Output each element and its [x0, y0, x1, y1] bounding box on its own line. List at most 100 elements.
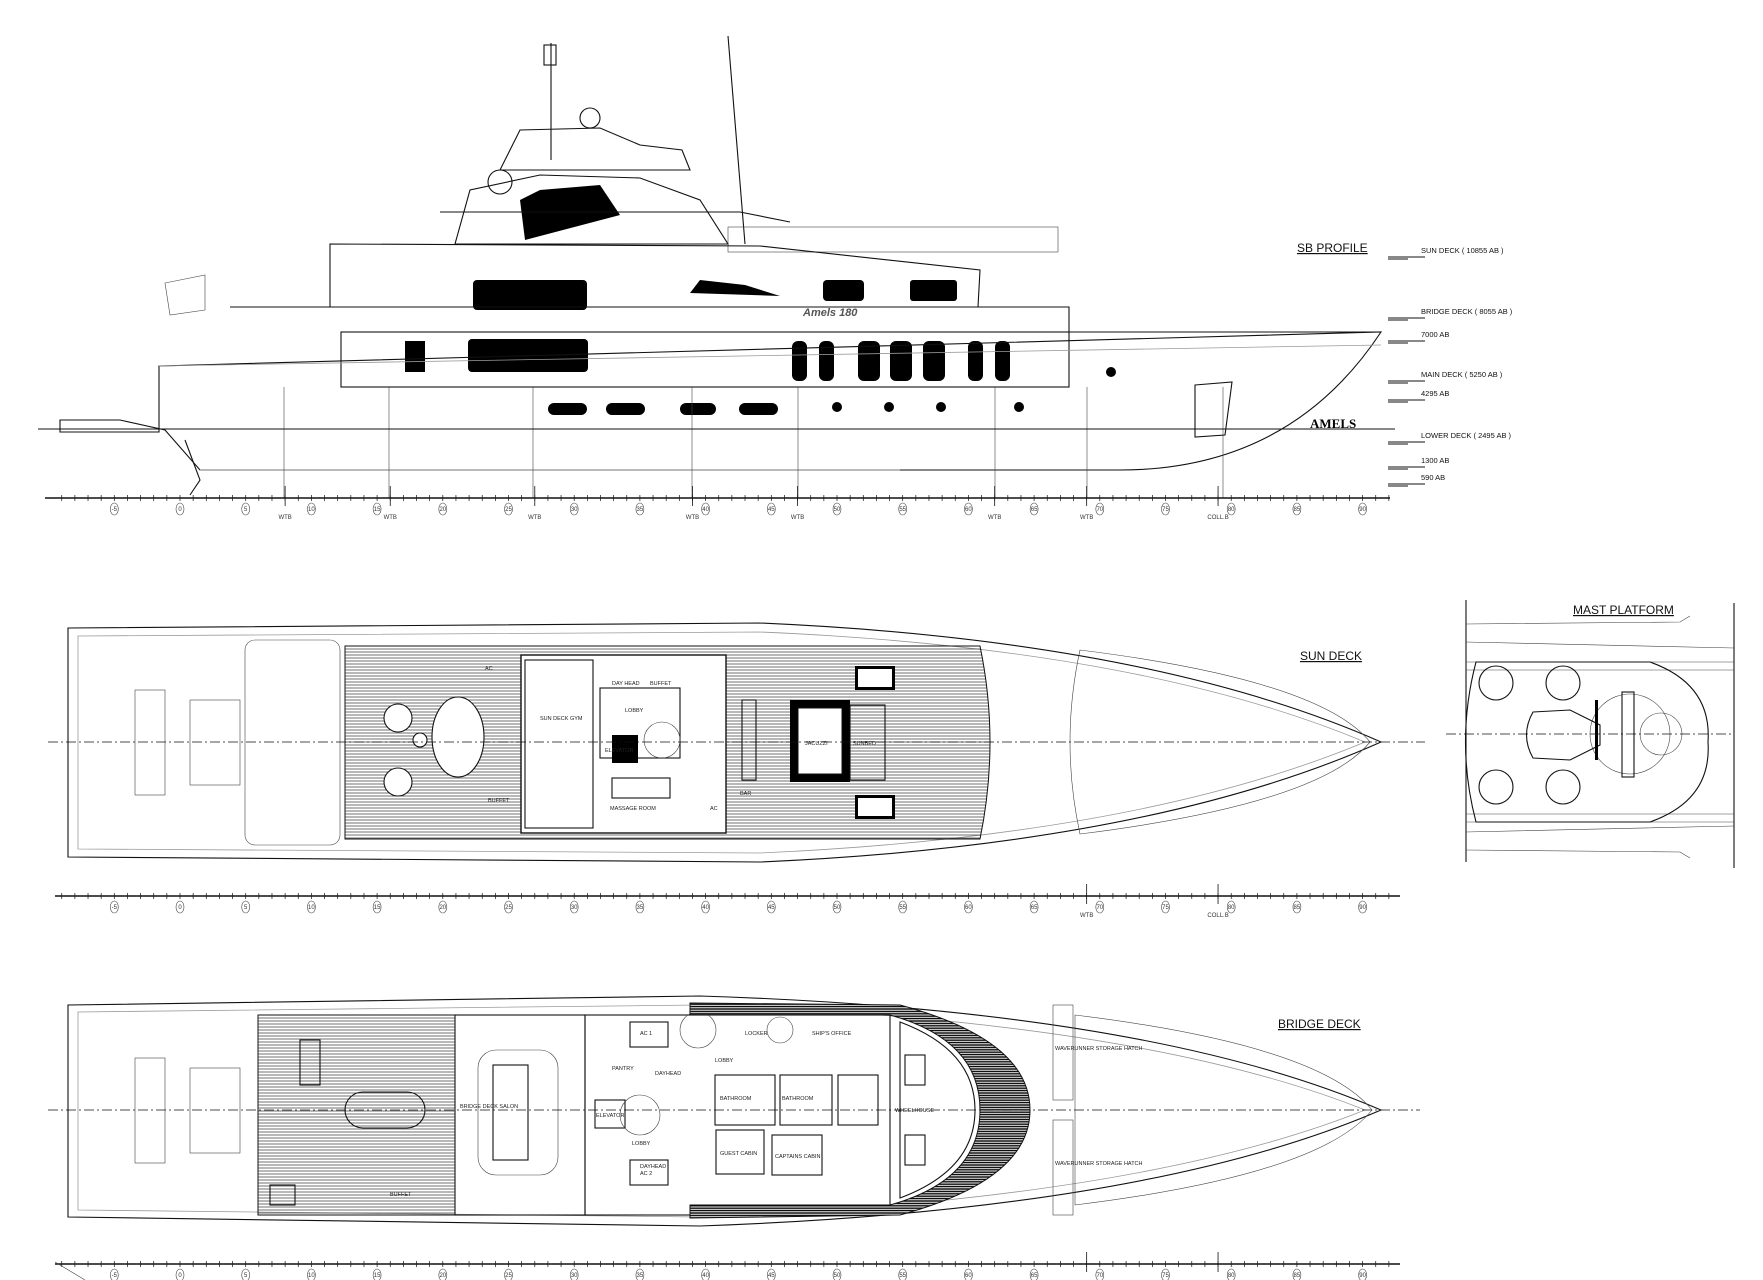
frame-number-circle	[307, 1268, 316, 1280]
frame-number-circle	[964, 502, 973, 516]
room-label: SHIP'S OFFICE	[812, 1031, 852, 1037]
bulkhead-label: WTB	[528, 515, 541, 521]
frame-number-circle	[1095, 1268, 1105, 1280]
bulkhead-label: COLL.B	[1207, 515, 1228, 521]
frame-number: 80	[1228, 1273, 1235, 1279]
frame-number-circle	[635, 1268, 645, 1280]
frame-number: 45	[768, 905, 775, 911]
frame-number-circle	[898, 1268, 907, 1280]
frame-number-circle	[241, 502, 250, 516]
frame-number-circle	[372, 900, 382, 914]
frame-number: 15	[374, 1273, 381, 1279]
frame-number: 40	[702, 905, 709, 911]
room-label: DAYHEAD	[640, 1164, 666, 1170]
bulkhead-label: WTB	[1080, 913, 1093, 919]
frame-number: 65	[1031, 507, 1038, 513]
bulkhead-label: WTB	[384, 515, 397, 521]
frame-number: 35	[637, 905, 644, 911]
frame-number-circle	[438, 502, 448, 516]
frame-number-circle	[766, 502, 776, 516]
frame-ruler-bridge-deck: -5051015202530354045505560657075808590WT…	[55, 1252, 1400, 1280]
room-label: CAPTAINS CABIN	[775, 1154, 820, 1160]
frame-number-circle	[175, 502, 185, 516]
frame-number-circle	[1226, 900, 1236, 914]
frame-number-circle	[701, 900, 710, 914]
room-label: ELEVATOR	[605, 748, 633, 754]
room-label: WAVERUNNER STORAGE HATCH	[1055, 1161, 1143, 1167]
bridge-deck-forward-teak	[689, 1002, 1031, 1219]
room-label: LOBBY	[715, 1058, 734, 1064]
sun-deck-plan: SUN DECK GYM LOBBY ELEVATOR MASSAGE ROOM…	[48, 622, 1425, 919]
room-label: JACUZZI	[805, 741, 828, 747]
sun-deck-railing	[727, 226, 1059, 253]
main-deck-house	[230, 306, 1381, 333]
frame-number-circle	[569, 502, 579, 516]
room-label: BAR	[740, 791, 751, 797]
frame-number: 60	[965, 1273, 972, 1279]
frame-number: 50	[834, 507, 841, 513]
frame-number-circle	[701, 1268, 710, 1280]
mast-platform-plan: MAST PLATFORM	[1446, 600, 1735, 868]
frame-number-circle	[964, 900, 973, 914]
frame-number: 60	[965, 905, 972, 911]
frame-number: 70	[1096, 905, 1103, 911]
frame-number-circle	[438, 900, 448, 914]
frame-number: 45	[768, 507, 775, 513]
frame-number-circle	[504, 502, 513, 516]
frame-number: 5	[244, 1273, 248, 1279]
frame-number: 30	[571, 905, 578, 911]
frame-number: 55	[899, 1273, 906, 1279]
room-label: BRIDGE DECK SALON	[460, 1104, 518, 1110]
frame-number-circle	[1358, 502, 1367, 516]
frame-number: 25	[505, 507, 512, 513]
frame-number: 70	[1096, 507, 1103, 513]
frame-number: 85	[1294, 905, 1301, 911]
room-label: MASSAGE ROOM	[610, 806, 656, 812]
frame-number-circle	[1358, 900, 1367, 914]
room-label: DAYHEAD	[655, 1071, 681, 1077]
frame-number-circle	[372, 502, 382, 516]
frame-number: 25	[505, 905, 512, 911]
frame-number-circle	[307, 502, 316, 516]
frame-number: 35	[637, 507, 644, 513]
frame-number: 5	[244, 507, 248, 513]
frame-number-circle	[1161, 900, 1170, 914]
frame-number-circle	[1029, 502, 1039, 516]
room-label: BUFFET	[650, 681, 672, 687]
frame-number: 90	[1359, 1273, 1366, 1279]
frame-number: 80	[1228, 905, 1235, 911]
frame-number: 55	[899, 507, 906, 513]
frame-number: 65	[1031, 1273, 1038, 1279]
frame-number: 30	[571, 1273, 578, 1279]
room-label: AC	[710, 806, 718, 812]
frame-number-circle	[1292, 1268, 1302, 1280]
frame-number-circle	[1226, 502, 1236, 516]
frame-number-circle	[832, 502, 842, 516]
room-label: SUNBED	[853, 741, 876, 747]
frame-number: 65	[1031, 905, 1038, 911]
frame-number-circle	[766, 900, 776, 914]
frame-number-circle	[1358, 1268, 1367, 1280]
radar-arch	[499, 127, 691, 171]
frame-number: 50	[834, 1273, 841, 1279]
room-label: AC 1	[640, 1031, 652, 1037]
frame-number: 90	[1359, 905, 1366, 911]
frame-number-circle	[1095, 502, 1105, 516]
frame-number-circle	[241, 1268, 250, 1280]
room-label: LOBBY	[632, 1141, 651, 1147]
level-label: SUN DECK ( 10855 AB )	[1421, 246, 1504, 255]
frame-number: -5	[112, 507, 118, 513]
hull-outline	[59, 331, 1383, 471]
frame-number: -5	[112, 905, 118, 911]
frame-number-circle	[438, 1268, 448, 1280]
frame-number-circle	[569, 1268, 579, 1280]
radome	[487, 169, 513, 195]
room-label: AC	[485, 666, 493, 672]
frame-number-circle	[1292, 900, 1302, 914]
bulkhead-label: WTB	[1080, 515, 1093, 521]
frame-number-circle	[767, 1268, 776, 1280]
frame-number-circle	[898, 900, 908, 914]
frame-number-circle	[832, 900, 842, 914]
frame-number-circle	[1292, 502, 1302, 516]
